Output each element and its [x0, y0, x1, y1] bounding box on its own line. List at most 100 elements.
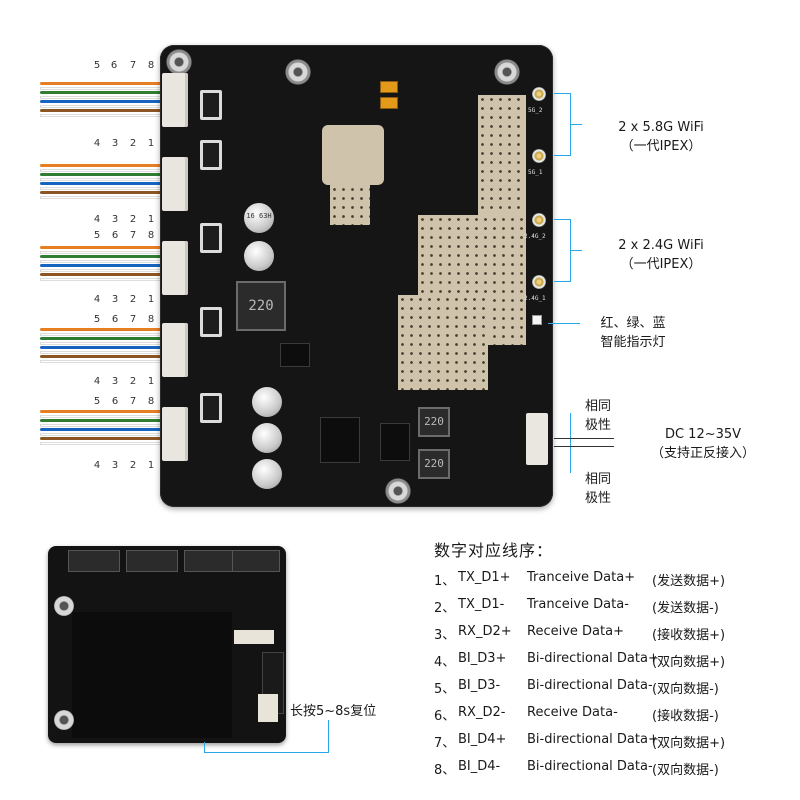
wire — [40, 82, 165, 85]
pcb-board: 16 63H 220 220 220 5G_2 5G_1 2.4G_2 2.4G… — [160, 45, 553, 507]
wire — [40, 414, 165, 418]
mount-hole — [166, 49, 192, 75]
pin-num: 6 — [110, 60, 118, 71]
wire-bundle-3 — [40, 246, 165, 286]
led-label-2: 智能指示灯 — [600, 335, 666, 350]
wire — [40, 355, 165, 358]
pin-num: 5 — [93, 230, 101, 241]
pin-chinese: (双向数据+) — [652, 655, 726, 670]
pin-num: 7 — [129, 396, 137, 407]
pin-chinese: (双向数据+) — [652, 736, 726, 751]
reset-label: 长按5~8s复位 — [290, 704, 377, 719]
wifi58-sub: （一代IPEX） — [620, 139, 702, 154]
wire — [40, 186, 165, 190]
pin-chinese: (接收数据-) — [652, 709, 719, 724]
pin-chinese: (接收数据+) — [652, 628, 726, 643]
silk-5g-2: 5G_2 — [528, 107, 543, 114]
pin-signal: BI_D3+ — [458, 651, 507, 666]
ipex-24g-2 — [532, 213, 546, 227]
dc-sub: （支持正反接入） — [650, 446, 755, 461]
pin-index: 4、 — [434, 655, 456, 670]
led-label-1: 红、绿、蓝 — [600, 316, 666, 331]
wire — [40, 441, 165, 445]
pin-num: 3 — [111, 376, 119, 387]
polarity-top-2: 极性 — [584, 418, 611, 433]
pin-description: Receive Data- — [527, 705, 618, 720]
pin-chinese: (发送数据+) — [652, 574, 726, 589]
wire — [40, 246, 165, 249]
pin-chinese: (双向数据-) — [652, 682, 719, 697]
wire-bundle-5 — [40, 410, 165, 450]
pin-num: 4 — [93, 138, 101, 149]
pin-num: 8 — [147, 60, 155, 71]
wire — [40, 341, 165, 345]
pin-description: Bi-directional Data+ — [527, 651, 659, 666]
pin-num: 5 — [93, 396, 101, 407]
wire — [40, 168, 165, 172]
wire — [40, 264, 165, 267]
wire — [40, 350, 165, 354]
wifi58-label: 2 x 5.8G WiFi — [618, 120, 704, 135]
pin-chinese: (双向数据-) — [652, 763, 719, 778]
pin-index: 8、 — [434, 763, 456, 778]
wire — [40, 250, 165, 254]
wire — [40, 182, 165, 185]
pin-num: 2 — [129, 294, 137, 305]
wire — [40, 432, 165, 436]
module-board-photo — [48, 546, 286, 743]
mount-hole — [285, 59, 311, 85]
rgb-led — [532, 315, 542, 325]
pin-num: 4 — [93, 294, 101, 305]
wire — [40, 346, 165, 349]
wire — [40, 195, 165, 199]
wire — [40, 191, 165, 194]
pin-signal: RX_D2- — [458, 705, 506, 720]
polarity-bottom-2: 极性 — [584, 491, 611, 506]
wire — [40, 277, 165, 281]
pin-num: 5 — [93, 314, 101, 325]
pin-signal: BI_D4+ — [458, 732, 507, 747]
wire — [40, 423, 165, 427]
wire — [40, 437, 165, 440]
mount-hole — [385, 478, 411, 504]
wifi24-sub: （一代IPEX） — [620, 257, 702, 272]
pin-num: 6 — [111, 314, 119, 325]
pin-num: 1 — [147, 138, 155, 149]
ipex-5g-2 — [532, 87, 546, 101]
wire — [40, 359, 165, 363]
pin-num: 6 — [111, 396, 119, 407]
pin-num: 4 — [93, 460, 101, 471]
pin-num: 5 — [93, 60, 101, 71]
wire — [40, 410, 165, 413]
wire — [40, 419, 165, 422]
inductor: 220 — [418, 407, 450, 437]
wire — [40, 273, 165, 276]
pin-num: 6 — [111, 230, 119, 241]
heatsink — [72, 612, 232, 738]
pin-num: 3 — [111, 138, 119, 149]
pin-index: 1、 — [434, 574, 456, 589]
pin-num: 7 — [129, 314, 137, 325]
pin-num: 7 — [129, 230, 137, 241]
pin-num: 4 — [93, 376, 101, 387]
pin-num: 1 — [147, 376, 155, 387]
wire — [40, 268, 165, 272]
silk-24g-2: 2.4G_2 — [524, 233, 546, 240]
wire — [40, 104, 165, 108]
pin-index: 5、 — [434, 682, 456, 697]
pin-chinese: (发送数据-) — [652, 601, 719, 616]
silk-5g-1: 5G_1 — [528, 169, 543, 176]
pin-num: 8 — [147, 396, 155, 407]
pin-description: Bi-directional Data- — [527, 759, 653, 774]
dc-label: DC 12~35V — [664, 427, 742, 442]
pin-num: 1 — [147, 214, 155, 225]
pin-description: Tranceive Data+ — [527, 570, 636, 585]
wire — [40, 86, 165, 90]
pin-num: 1 — [147, 294, 155, 305]
pin-num: 3 — [111, 294, 119, 305]
wire — [40, 113, 165, 117]
wire — [40, 428, 165, 431]
mount-hole — [494, 59, 520, 85]
ipex-5g-1 — [532, 149, 546, 163]
pin-num: 3 — [111, 214, 119, 225]
